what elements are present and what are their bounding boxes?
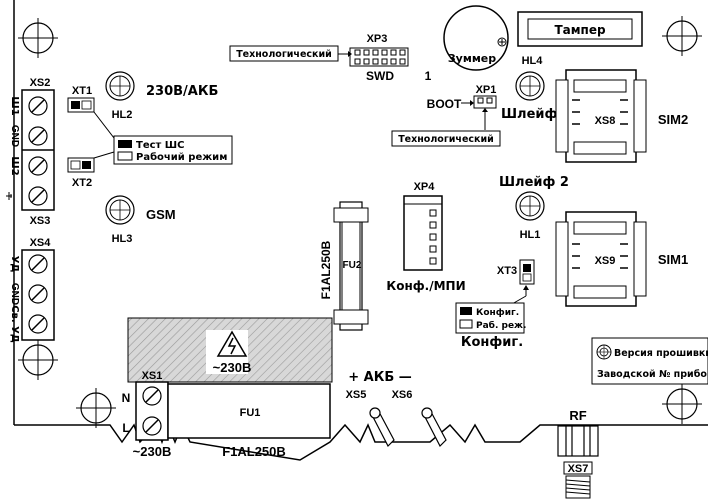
rf-label: RF — [569, 408, 586, 423]
xp3-pin1-label: 1 — [425, 69, 432, 83]
xs1-mains-terminal: XS1 N L ~230В — [122, 370, 172, 459]
xs1-label: XS1 — [142, 370, 163, 382]
sim2-holder: XS8 SIM2 — [555, 69, 688, 163]
mounting-hole-mid-left — [18, 340, 58, 380]
loop2-label: Шлейф 2 — [499, 175, 569, 190]
xt3-label: XT3 — [497, 265, 517, 277]
xp3-label: XP3 — [367, 33, 388, 45]
xp1-tech-label: Технологический — [398, 134, 494, 145]
konf-mpi-label: Конф./МПИ — [386, 279, 465, 293]
ud1-label: УД — [9, 256, 20, 273]
xs4-label: XS4 — [30, 237, 52, 249]
fu1-fuse: FU1 F1AL250B — [167, 383, 331, 459]
mounting-hole-top-left — [18, 18, 58, 58]
fuse2-rating-label: F1AL250B — [319, 240, 333, 299]
firmware-seal-icon — [596, 344, 612, 360]
xp1-label: XP1 — [476, 84, 497, 96]
xp1-boot-header: XP1 BOOT Технологический — [391, 84, 501, 147]
tamper-label: Тампер — [554, 23, 606, 37]
sim1-label: SIM1 — [658, 252, 688, 267]
gsm-label: GSM — [146, 207, 176, 222]
xp4-connector: XP4 Конф./МПИ — [386, 181, 465, 293]
hl3-led: HL3 GSM — [105, 195, 176, 245]
fu2-label: FU2 — [343, 260, 362, 271]
sh2-label: Ш2 — [9, 156, 20, 175]
loop1-label: Шлейф 1 — [501, 107, 571, 122]
xp4-label: XP4 — [414, 181, 436, 193]
mains-label: ~230В — [133, 444, 172, 459]
swd-label: SWD — [366, 69, 394, 83]
hv-zone-label: ~230В — [213, 360, 252, 375]
xt3-jumper: XT3 Конфиг. Раб. реж. Конфиг. — [455, 259, 535, 350]
legend-work-short-text: Раб. реж. — [476, 320, 526, 331]
buzzer-label: Зуммер — [448, 52, 496, 65]
xp3-tech-label: Технологический — [236, 49, 332, 60]
buzzer: Зуммер — [443, 5, 509, 71]
xs2-label: XS2 — [30, 77, 51, 89]
hl2-led: HL2 230В/АКБ — [105, 71, 218, 121]
legend-test-text: Тест ШС — [136, 140, 185, 151]
fu1-label: FU1 — [240, 407, 261, 419]
n-label: N — [122, 391, 131, 405]
fu2-fuse: FU2 F1AL250B — [319, 201, 369, 331]
ground-symbol-icon — [6, 192, 12, 200]
serial-label: Заводской № прибора — [597, 369, 708, 380]
tamper-switch: Тампер — [517, 11, 643, 47]
xs2-xs3-terminal-block: XS2 XS3 Ш1 GND Ш2 — [6, 77, 55, 227]
high-voltage-zone: ~230В — [127, 317, 333, 383]
xt2-label: XT2 — [72, 177, 92, 189]
sim2-label: SIM2 — [658, 112, 688, 127]
xs6-label: XS6 — [392, 389, 413, 401]
mounting-holes — [18, 16, 702, 428]
firmware-label: Версия прошивки — [614, 348, 708, 359]
battery-terminals: + АКБ — XS5 XS6 — [346, 370, 447, 448]
xs6-terminal — [421, 407, 447, 448]
fuse1-rating-label: F1AL250B — [222, 444, 286, 459]
sh1-label: Ш1 — [9, 96, 20, 115]
sv-ud-label: Св. УД — [9, 305, 20, 343]
xs5-label: XS5 — [346, 389, 367, 401]
hl4-label: HL4 — [522, 55, 544, 67]
mounting-hole-bottom-left — [76, 388, 116, 428]
firmware-serial-label: Версия прошивки Заводской № прибора — [591, 337, 708, 385]
xs4-terminal-block: XS4 УД GND Св. УД — [9, 237, 55, 343]
l-label: L — [122, 421, 129, 435]
sim1-holder: XS9 SIM1 — [555, 211, 688, 307]
hl2-desc-label: 230В/АКБ — [146, 84, 218, 99]
xt1-label: XT1 — [72, 85, 92, 97]
xs3-label: XS3 — [30, 215, 51, 227]
hl1-label: HL1 — [520, 229, 541, 241]
hl3-label: HL3 — [112, 233, 133, 245]
hl1-led: Шлейф 2 HL1 — [499, 175, 569, 241]
xp3-swd-header: XP3 SWD 1 Технологический — [229, 33, 432, 83]
gnd2-label: GND — [9, 283, 20, 305]
gnd1-label: GND — [9, 125, 20, 147]
xt-legend: Тест ШС Рабочий режим — [93, 111, 233, 165]
xt2-jumper: XT2 — [67, 157, 95, 189]
mounting-hole-bottom-right — [662, 384, 702, 424]
xs8-label: XS8 — [595, 115, 616, 127]
xs9-label: XS9 — [595, 255, 616, 267]
hl4-led: HL4 Шлейф 1 — [501, 55, 571, 122]
xs7-label: XS7 — [568, 463, 589, 475]
rf-connector: RF XS7 — [557, 408, 599, 499]
mounting-hole-top-right — [662, 16, 702, 56]
xt1-jumper: XT1 — [67, 85, 95, 113]
boot-label: BOOT — [427, 97, 462, 111]
akb-label: + АКБ — — [348, 370, 412, 385]
legend-config-text: Конфиг. — [476, 308, 519, 318]
legend-work-text: Рабочий режим — [136, 151, 227, 163]
high-voltage-warning-icon — [216, 330, 248, 357]
hl2-label: HL2 — [112, 109, 133, 121]
xs5-terminal — [369, 407, 395, 448]
config-title: Конфиг. — [461, 335, 523, 350]
